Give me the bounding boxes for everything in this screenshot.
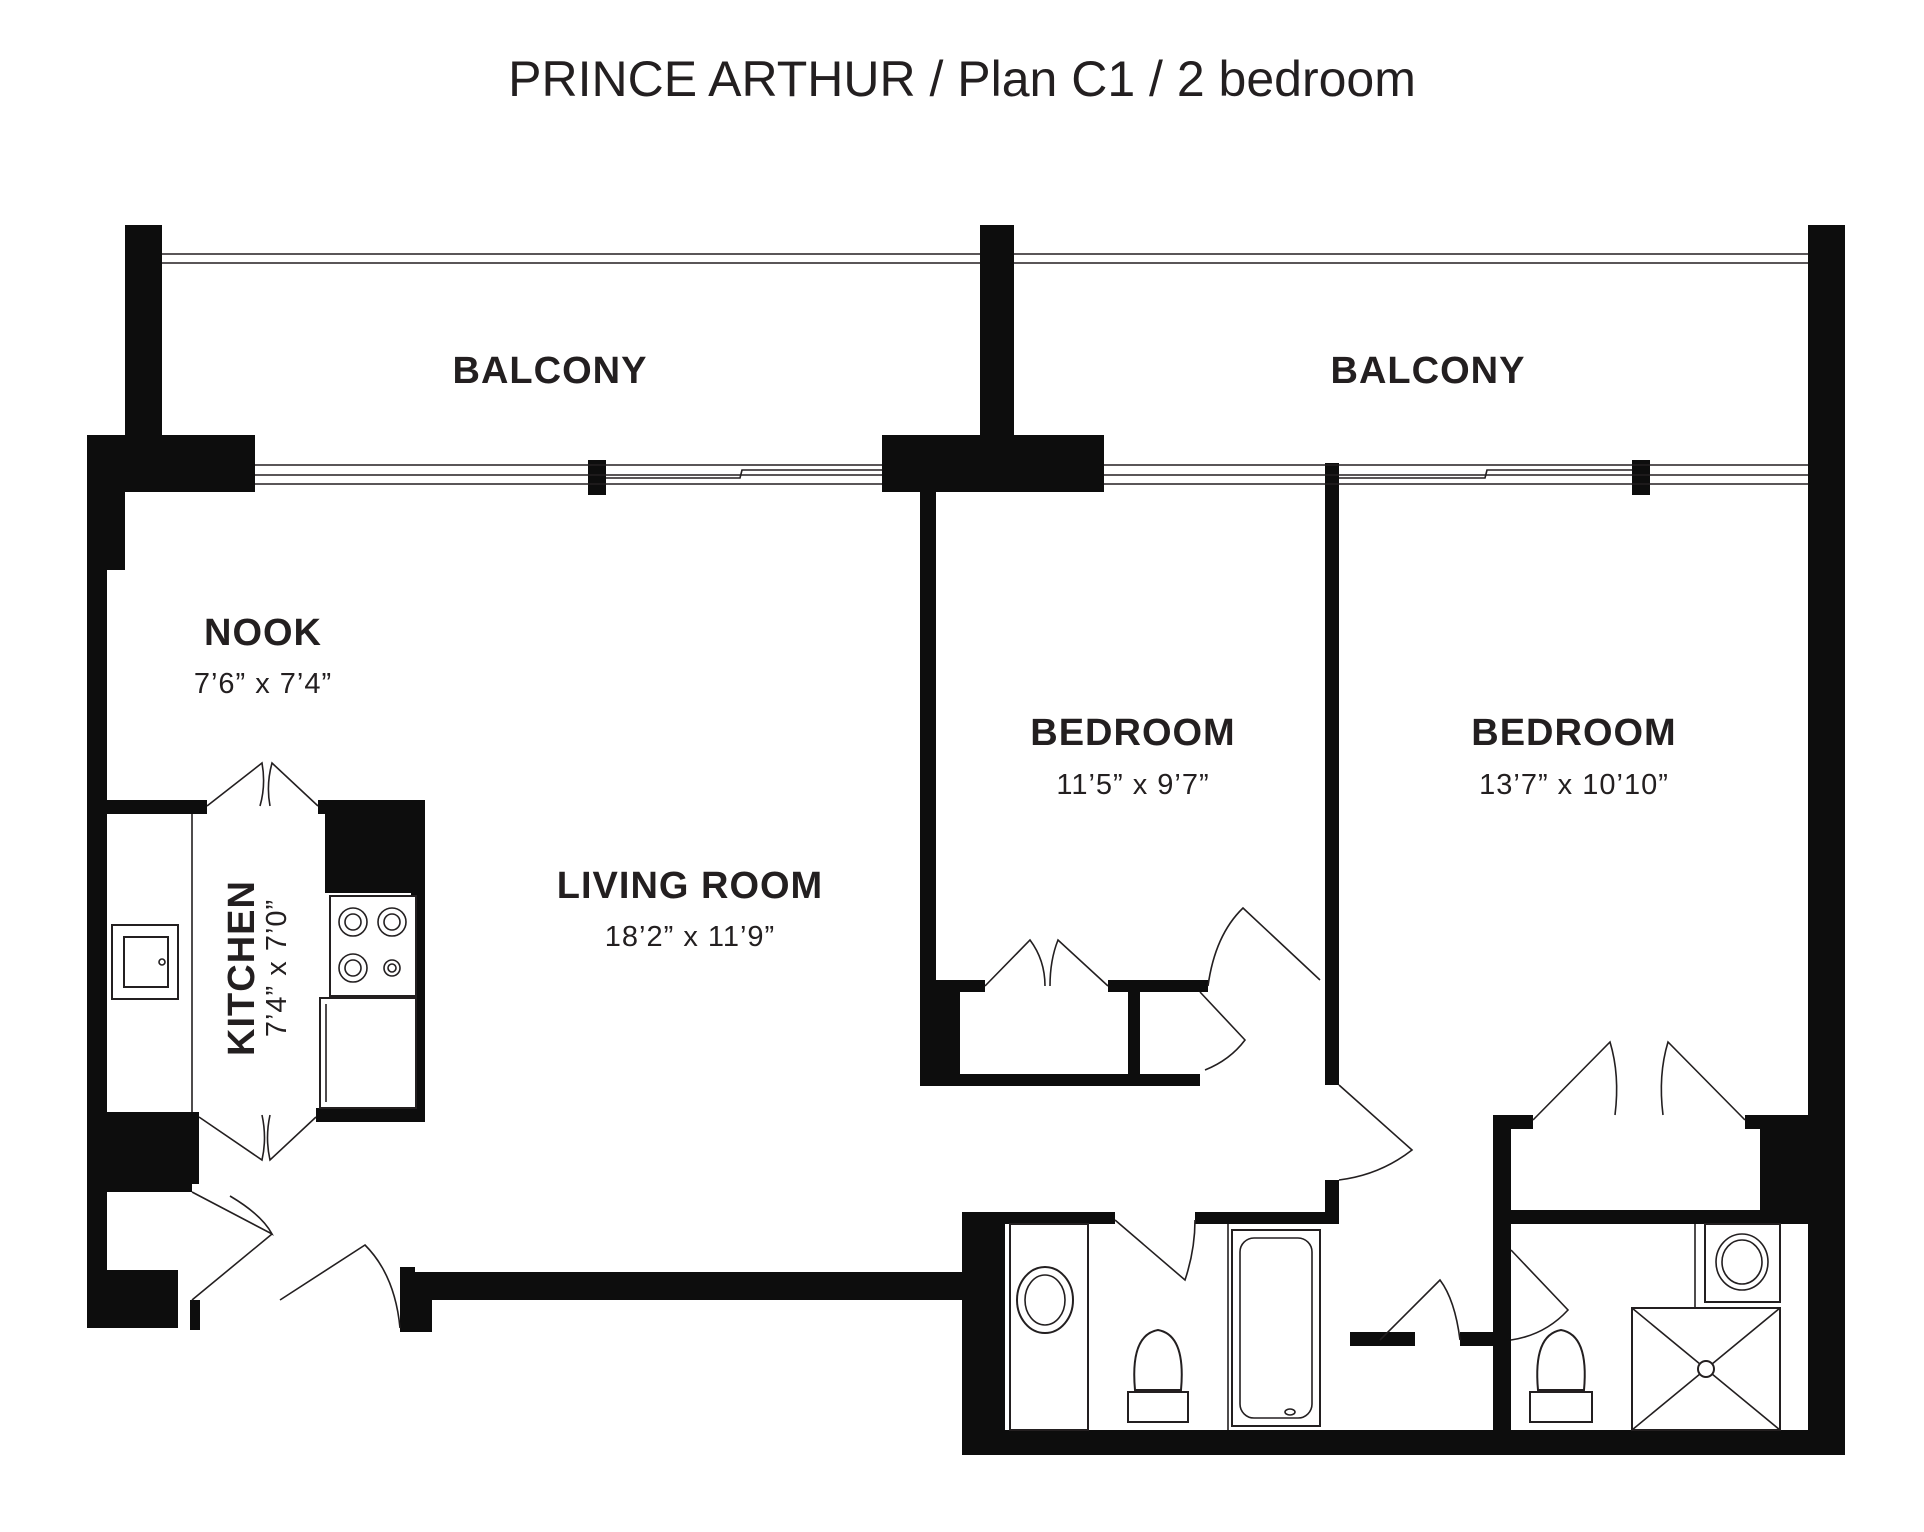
bedroom-right-dimensions: 13’7” x 10’10” <box>1479 769 1669 801</box>
balcony-wall-middle <box>980 225 1014 435</box>
kitchen-fixtures <box>111 814 417 1112</box>
closet-bedroom1-top-a <box>920 980 985 992</box>
balcony-left-label: BALCONY <box>453 350 648 392</box>
window-mullion-right <box>1632 460 1650 495</box>
bath2-wall-left-lower <box>1493 1330 1511 1440</box>
closet-bedroom2-top-left <box>1493 1115 1533 1129</box>
doors <box>191 761 1746 1341</box>
entry-closet-block <box>107 1112 199 1184</box>
wall-living-bedroom <box>920 492 936 1086</box>
living-room-dimensions: 18’2” x 11’9” <box>605 921 775 953</box>
bath1-toilet-icon <box>1133 1328 1183 1391</box>
balcony-right-label: BALCONY <box>1331 350 1526 392</box>
closet-bedroom1-divider <box>1128 980 1140 1086</box>
bath2-toilet-icon <box>1536 1328 1586 1391</box>
window-mullion-left <box>588 460 606 495</box>
kitchen-wall-bottom <box>316 1108 425 1122</box>
hall-wall-stub2 <box>1350 1332 1415 1346</box>
closet-bedroom1-top-b <box>1108 980 1208 992</box>
window-wall <box>255 464 1808 485</box>
living-room-label: LIVING ROOM <box>557 865 823 907</box>
bath2-wall-left <box>1493 1210 1511 1350</box>
bathroom2-fixtures <box>1529 1223 1781 1431</box>
column-middle <box>882 435 1104 492</box>
kitchen-label: KITCHEN <box>221 880 263 1056</box>
bath1-wall-top <box>1005 1212 1115 1224</box>
bathroom1-fixtures <box>1009 1223 1321 1431</box>
bathtub-icon <box>1231 1229 1321 1427</box>
entry-closet-lip <box>107 1178 192 1192</box>
bedroom-left-dimensions: 11’5” x 9’7” <box>1056 769 1209 801</box>
wall-living-bottom <box>400 1267 962 1332</box>
balcony-railings <box>162 253 1808 264</box>
wall-between-bedrooms <box>1325 463 1339 1085</box>
bath1-sink-icon <box>1016 1266 1074 1334</box>
bath1-wall-top-right <box>1195 1212 1325 1224</box>
hall-wall-stub3 <box>1460 1332 1500 1346</box>
closet-bedroom1-bottom <box>920 1074 1200 1086</box>
walls <box>87 225 1845 1455</box>
exterior-wall-left <box>87 435 255 1328</box>
plan-title: PRINCE ARTHUR / Plan C1 / 2 bedroom <box>508 51 1416 107</box>
closet-bedroom1-wall-left <box>920 980 960 1086</box>
balcony-wall-left <box>125 225 162 435</box>
kitchen-wall-top-left <box>107 800 207 814</box>
kitchen-dimensions: 7’4” x 7’0” <box>261 899 293 1037</box>
kitchen-fridge-block <box>325 800 425 893</box>
nook-dimensions: 7’6” x 7’4” <box>194 668 332 700</box>
bath2-sink-icon <box>1704 1223 1781 1303</box>
bedroom-left-label: BEDROOM <box>1030 712 1235 754</box>
hall-wall-stub <box>1325 1180 1339 1224</box>
stove-icon <box>329 895 417 997</box>
closet-bedroom2-right-block <box>1760 1115 1808 1215</box>
entry-closet-side <box>190 1300 200 1330</box>
nook-label: NOOK <box>204 612 322 654</box>
bath2-wall-top <box>1493 1210 1808 1224</box>
bedroom-right-label: BEDROOM <box>1471 712 1676 754</box>
fridge-icon <box>319 997 417 1109</box>
exterior-wall-right <box>1808 225 1845 1455</box>
